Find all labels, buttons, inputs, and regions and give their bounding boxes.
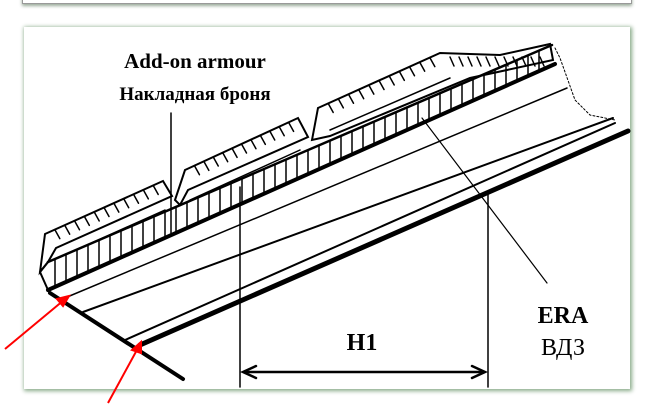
- top-panel-edge: [22, 0, 632, 4]
- armour-module-1: [38, 179, 174, 276]
- armour-module-2: [173, 116, 310, 207]
- hull-plate-line: [137, 128, 631, 348]
- armour-hatch: [83, 215, 91, 227]
- armour-hatch: [54, 228, 61, 240]
- era-tiles: [54, 51, 540, 288]
- armour-hatch: [503, 56, 509, 67]
- red-arrow-1: [4, 299, 65, 350]
- armour-hatch: [203, 160, 210, 172]
- armour-hatch: [347, 93, 355, 104]
- addon-armour-label-ru: Накладная броня: [119, 84, 270, 105]
- armour-hatch: [193, 164, 201, 176]
- armour-hatch: [231, 147, 238, 159]
- armour-hatch: [494, 56, 500, 67]
- red-arrows: [4, 294, 142, 404]
- red-arrow-2: [107, 347, 139, 404]
- h1-arrowhead-right: [470, 364, 488, 380]
- armour-hatch: [93, 211, 100, 222]
- hull-edge-line: [48, 291, 185, 381]
- armour-hatch: [278, 125, 285, 137]
- armour-hatch: [429, 56, 436, 68]
- armour-hatch: [368, 84, 375, 95]
- armour-hatch: [212, 156, 219, 167]
- armour-hatch: [449, 56, 455, 67]
- era-label-en: ERA: [538, 303, 589, 329]
- hull-line-lower: [124, 122, 616, 341]
- armour-hatch: [521, 56, 527, 67]
- armour-hatch: [287, 121, 295, 133]
- diagram-frame: [24, 27, 630, 389]
- armour-hatch: [113, 202, 120, 213]
- armour-hatch: [327, 102, 334, 114]
- armour-hatch: [152, 184, 159, 196]
- armour-hatch: [259, 134, 267, 146]
- armour-hatch: [250, 138, 257, 150]
- armour-hatch: [476, 56, 482, 67]
- red-arrow-1-head: [55, 294, 72, 308]
- armour-hatch: [458, 56, 464, 67]
- armour-hatch: [122, 197, 130, 209]
- addon-armour-label-en: Add-on armour: [124, 49, 266, 73]
- armour-hatch: [398, 70, 406, 82]
- armour-hatch: [103, 206, 110, 218]
- armour-hatching: [54, 56, 545, 240]
- armour-hatch: [539, 56, 545, 67]
- armour-hatch: [512, 56, 518, 67]
- break-line: [554, 47, 616, 121]
- armour-hatch: [73, 220, 81, 231]
- armour-hatch: [221, 151, 229, 163]
- armour-module-3: [310, 42, 555, 142]
- hull-structure: [38, 42, 631, 388]
- armour-hatch: [408, 66, 416, 77]
- era-label-ru: ВДЗ: [541, 335, 585, 361]
- armour-hatch: [142, 189, 150, 200]
- armour-hatch: [388, 75, 395, 86]
- armour-hatch: [357, 88, 365, 100]
- armour-hatch: [63, 224, 71, 235]
- hull-line: [82, 117, 614, 313]
- armour-inner-lines: [57, 77, 451, 259]
- h1-arrowhead-left: [240, 364, 258, 380]
- era-leader-line: [421, 117, 548, 284]
- armour-hatch: [530, 56, 536, 67]
- armour-hatch: [485, 56, 491, 67]
- armour-hatch: [132, 193, 140, 204]
- h1-dimension-label: H1: [347, 330, 378, 356]
- armour-hatch: [337, 98, 345, 109]
- armour-hatch: [240, 143, 248, 154]
- armour-hatch: [269, 130, 276, 141]
- hull-inner-line: [59, 87, 568, 301]
- armour-hatch: [418, 61, 426, 72]
- armour-hatch: [467, 56, 473, 67]
- red-arrow-2-head: [130, 339, 142, 355]
- armour-hatch: [378, 79, 385, 91]
